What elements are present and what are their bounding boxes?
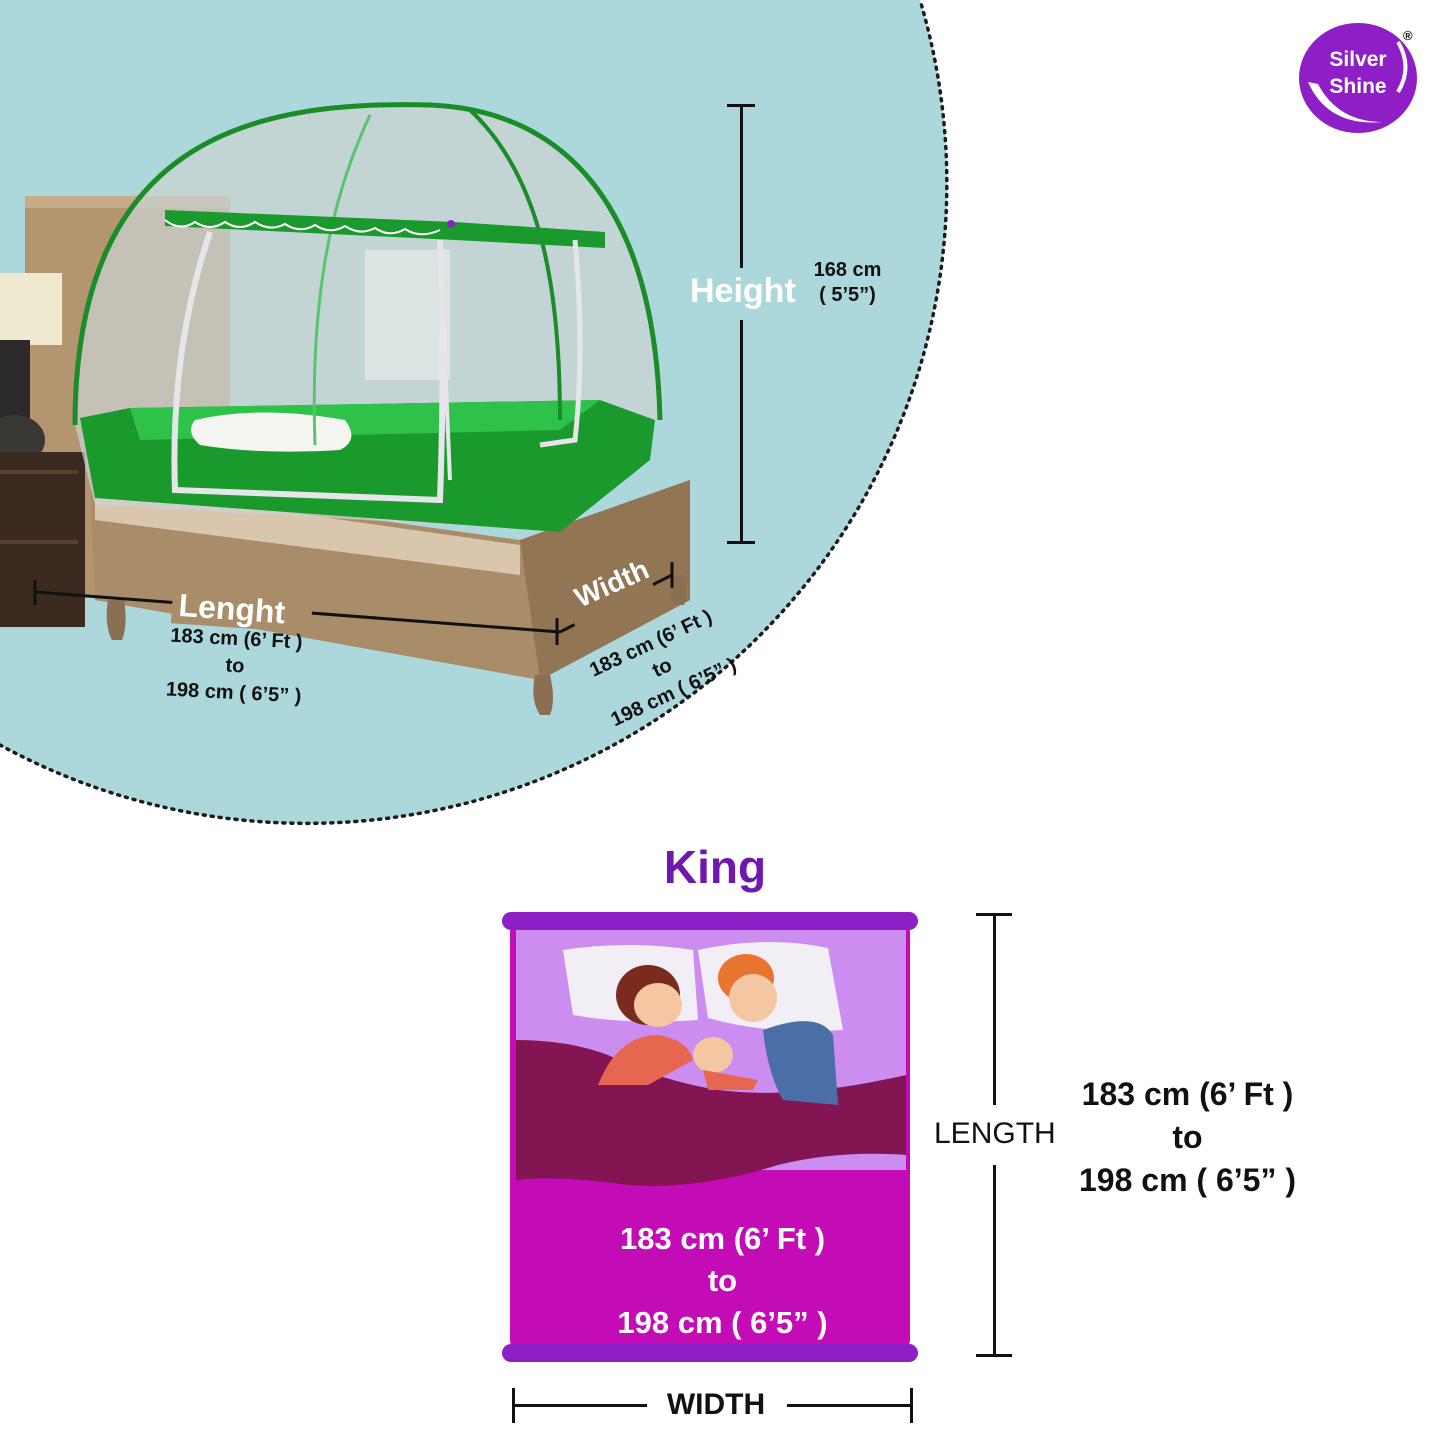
bed-frame-graphic — [502, 912, 918, 1362]
height-value-line2: ( 5’5”) — [819, 284, 876, 306]
width-line-left — [512, 1404, 647, 1407]
length-value-card-line3: 198 cm ( 6’5” ) — [1079, 1162, 1296, 1198]
width-line-right — [787, 1404, 913, 1407]
length-line-lower — [993, 1165, 996, 1357]
length-value-card-line1: 183 cm (6’ Ft ) — [1081, 1076, 1294, 1112]
bed-size-text: 183 cm (6’ Ft ) to 198 cm ( 6’5” ) — [560, 1218, 885, 1344]
brand-line2: Shine — [1329, 75, 1387, 98]
mosquito-net-tent-illustration — [0, 102, 690, 715]
length-label-card: LENGTH — [934, 1117, 1056, 1150]
brand-line1: Silver — [1329, 48, 1387, 71]
width-label-card: WIDTH — [666, 1388, 766, 1421]
height-label-bg — [687, 268, 802, 320]
height-value: 168 cm ( 5’5”) — [800, 258, 895, 308]
brand-logo-swoosh-icon — [1299, 23, 1417, 133]
registered-mark: ® — [1403, 28, 1413, 43]
height-line-cap-bottom — [727, 541, 755, 544]
bed-size-line3: 198 cm ( 6’5” ) — [617, 1305, 828, 1340]
length-line-upper — [993, 913, 996, 1105]
height-label: Height — [690, 272, 796, 310]
length-value: 183 cm (6’ Ft ) to 198 cm ( 6’5” ) — [138, 621, 332, 712]
brand-name: Silver Shine — [1308, 46, 1408, 100]
height-line — [740, 104, 743, 544]
bed-size-line1: 183 cm (6’ Ft ) — [619, 1221, 826, 1256]
bed-size-line2: to — [707, 1263, 738, 1298]
height-value-line1: 168 cm — [813, 259, 882, 281]
length-value-card-line2: to — [1172, 1119, 1203, 1155]
brand-logo: Silver Shine — [1298, 22, 1418, 135]
length-value-card: 183 cm (6’ Ft ) to 198 cm ( 6’5” ) — [1050, 1073, 1325, 1202]
width-line-cap-right — [910, 1388, 913, 1423]
length-line-cap-bottom — [976, 1354, 1012, 1357]
size-title: King — [663, 841, 767, 893]
